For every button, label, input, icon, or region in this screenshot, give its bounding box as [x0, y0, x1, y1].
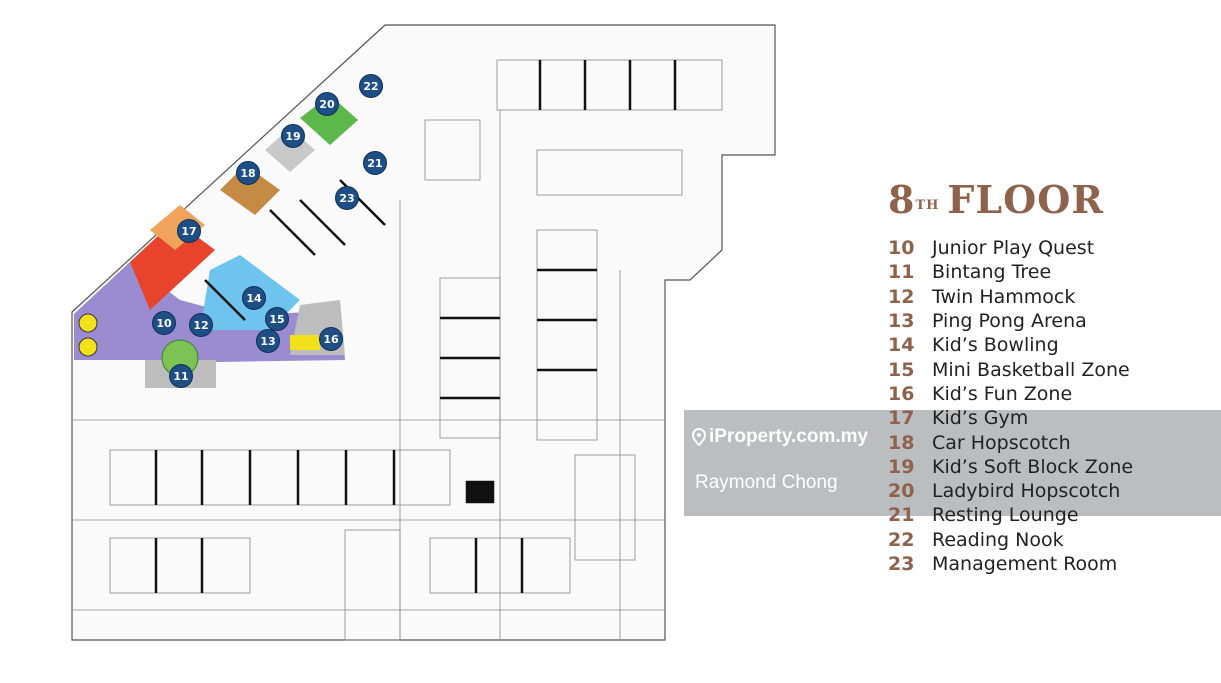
legend-item: 13 Ping Pong Arena — [888, 309, 1133, 333]
watermark-brand-text: iProperty.com.my — [709, 426, 869, 447]
legend-item: 11 Bintang Tree — [888, 260, 1133, 284]
legend-label: Ladybird Hopscotch — [932, 480, 1121, 503]
legend-item: 20 Ladybird Hopscotch — [888, 479, 1133, 503]
legend-number: 15 — [888, 358, 915, 381]
floor-number: 8 — [888, 177, 916, 222]
legend-label: Ping Pong Arena — [932, 310, 1087, 333]
parking-dividers — [154, 60, 677, 593]
legend-number: 22 — [888, 528, 915, 551]
parking-grid — [72, 59, 723, 641]
play-zones — [74, 95, 358, 388]
legend-item: 19 Kid’s Soft Block Zone — [888, 455, 1133, 479]
legend-item: 16 Kid’s Fun Zone — [888, 382, 1133, 406]
legend-number: 19 — [888, 455, 915, 478]
zone-marker-18[interactable]: 18 — [236, 161, 260, 185]
legend-label: Mini Basketball Zone — [932, 358, 1130, 381]
legend-label: Kid’s Soft Block Zone — [932, 455, 1134, 478]
legend-number: 17 — [888, 407, 915, 430]
legend-label: Junior Play Quest — [932, 237, 1095, 260]
legend-label: Resting Lounge — [932, 504, 1079, 527]
zone-marker-11[interactable]: 11 — [169, 364, 193, 388]
zone-marker-10[interactable]: 10 — [152, 311, 176, 335]
legend-number: 20 — [888, 480, 915, 503]
zone-marker-16[interactable]: 16 — [319, 327, 343, 351]
legend-item: 22 Reading Nook — [888, 528, 1133, 552]
legend-label: Reading Nook — [932, 528, 1064, 551]
floor-legend: 8TH FLOOR 10 Junior Play Quest 11 Bintang Tr… — [888, 178, 1133, 576]
legend-item: 18 Car Hopscotch — [888, 430, 1133, 454]
location-pin-icon — [692, 428, 706, 446]
legend-label: Twin Hammock — [932, 285, 1076, 308]
floor-title: 8TH FLOOR — [888, 178, 1133, 222]
legend-number: 14 — [888, 334, 915, 357]
watermark-overlay: iProperty.com.my Raymond Chong — [684, 410, 1221, 516]
legend-item: 21 Resting Lounge — [888, 503, 1133, 527]
legend-number: 21 — [888, 504, 915, 527]
legend-label: Bintang Tree — [932, 261, 1052, 284]
zone-marker-14[interactable]: 14 — [242, 286, 266, 310]
legend-item: 15 Mini Basketball Zone — [888, 357, 1133, 381]
legend-item: 23 Management Room — [888, 552, 1133, 576]
legend-number: 18 — [888, 431, 915, 454]
zone-marker-20[interactable]: 20 — [315, 92, 339, 116]
floor-suffix: TH — [915, 198, 940, 213]
legend-list: 10 Junior Play Quest 11 Bintang Tree 12 Twin … — [888, 236, 1133, 576]
watermark-brand: iProperty.com.my — [692, 426, 868, 448]
legend-item: 14 Kid’s Bowling — [888, 333, 1133, 357]
legend-item: 17 Kid’s Gym — [888, 406, 1133, 430]
legend-label: Kid’s Fun Zone — [932, 382, 1073, 405]
legend-number: 13 — [888, 310, 915, 333]
zone-marker-13[interactable]: 13 — [256, 329, 280, 353]
zone-marker-23[interactable]: 23 — [335, 186, 359, 210]
legend-label: Car Hopscotch — [932, 431, 1071, 454]
legend-label: Kid’s Gym — [932, 407, 1029, 430]
watermark-user: Raymond Chong — [695, 472, 838, 493]
legend-item: 12 Twin Hammock — [888, 285, 1133, 309]
zone-marker-15[interactable]: 15 — [265, 307, 289, 331]
legend-number: 16 — [888, 382, 915, 405]
legend-label: Management Room — [932, 553, 1118, 575]
zone-marker-19[interactable]: 19 — [281, 124, 305, 148]
legend-number: 11 — [888, 261, 915, 284]
zone-marker-22[interactable]: 22 — [359, 74, 383, 98]
floor-word: FLOOR — [947, 177, 1104, 222]
zone-marker-17[interactable]: 17 — [177, 219, 201, 243]
legend-number: 10 — [888, 237, 915, 260]
legend-number: 12 — [888, 285, 915, 308]
zone-marker-21[interactable]: 21 — [363, 151, 387, 175]
legend-number: 23 — [888, 553, 915, 575]
legend-item: 10 Junior Play Quest — [888, 236, 1133, 260]
legend-label: Kid’s Bowling — [932, 334, 1059, 357]
zone-marker-12[interactable]: 12 — [189, 313, 213, 337]
